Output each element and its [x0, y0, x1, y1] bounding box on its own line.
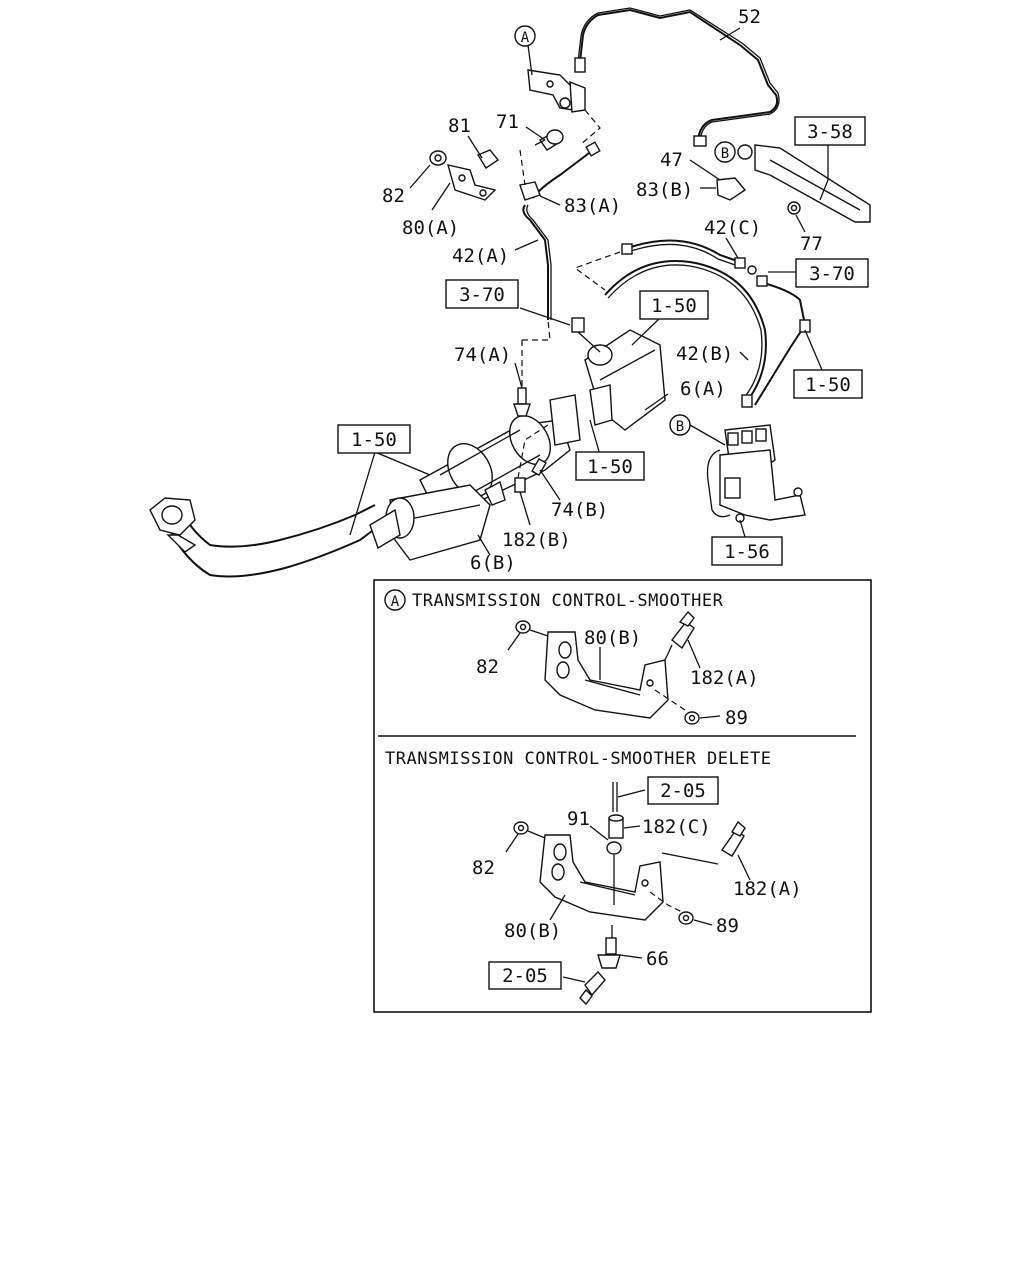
inset-panel: A TRANSMISSION CONTROL-SMOOTHER 82 8 — [373, 579, 872, 1013]
label-42c: 42(C) — [704, 217, 761, 239]
ref-box-370-left-text: 3-70 — [459, 284, 505, 306]
bracket-80a — [429, 149, 500, 201]
ref-box-205-b-text: 2-05 — [502, 965, 548, 987]
bracket-80b-s1 — [515, 610, 700, 725]
ref-box-156: 1-56 — [711, 536, 783, 566]
sensor-74b — [531, 457, 547, 477]
s2-label-66: 66 — [646, 948, 669, 970]
s2-label-182a: 182(A) — [733, 878, 802, 900]
label-52: 52 — [738, 6, 761, 28]
ref-box-150-right: 1-50 — [793, 369, 863, 399]
s2-label-89: 89 — [716, 915, 739, 937]
callout-a-top: A — [514, 25, 536, 47]
ref-box-358-text: 3-58 — [807, 121, 853, 143]
leaders-s2 — [505, 789, 751, 983]
ref-box-156-text: 1-56 — [724, 541, 770, 563]
s2-label-82: 82 — [472, 857, 495, 879]
sensor-74a — [513, 319, 551, 417]
label-42b: 42(B) — [676, 343, 733, 365]
exhaust-pipe — [149, 497, 381, 578]
ref-box-150-mid-text: 1-50 — [587, 456, 633, 478]
ref-box-150-left-text: 1-50 — [351, 429, 397, 451]
section-1-title: TRANSMISSION CONTROL-SMOOTHER — [412, 591, 724, 611]
label-83a: 83(A) — [564, 195, 621, 217]
hose-42b — [604, 260, 811, 408]
ref-box-358: 3-58 — [794, 116, 866, 146]
ref-box-205-b: 2-05 — [488, 961, 562, 990]
label-182b: 182(B) — [502, 529, 571, 551]
ref-box-150-top: 1-50 — [639, 290, 709, 320]
ref-box-150-left: 1-50 — [337, 424, 411, 454]
heat-shield-6b — [369, 480, 506, 561]
brake-line-52 — [574, 7, 780, 147]
callout-b-valve: B — [669, 414, 691, 436]
label-74a: 74(A) — [454, 344, 511, 366]
label-81: 81 — [448, 115, 471, 137]
callout-b-right: B — [714, 141, 736, 163]
leaders-s1 — [507, 632, 721, 719]
label-74b: 74(B) — [551, 499, 608, 521]
ref-box-150-mid: 1-50 — [575, 451, 645, 481]
ref-box-205-a-text: 2-05 — [660, 780, 706, 802]
inset-callout-a-text: A — [391, 594, 400, 610]
s1-label-80b: 80(B) — [584, 627, 641, 649]
ref-box-150-top-text: 1-50 — [651, 295, 697, 317]
s2-label-182c: 182(C) — [642, 816, 711, 838]
label-77: 77 — [800, 233, 823, 255]
label-83b: 83(B) — [636, 179, 693, 201]
callout-b-right-text: B — [721, 146, 729, 162]
ref-box-370-right: 3-70 — [795, 258, 869, 288]
frame-bracket-358 — [716, 144, 871, 223]
s1-label-82: 82 — [476, 656, 499, 678]
switch-370 — [571, 317, 601, 353]
label-6b: 6(B) — [470, 552, 516, 574]
callout-b-valve-text: B — [676, 419, 684, 435]
section-2-title: TRANSMISSION CONTROL-SMOOTHER DELETE — [385, 749, 771, 769]
ref-box-150-right-text: 1-50 — [805, 374, 851, 396]
label-42a: 42(A) — [452, 245, 509, 267]
ref-box-370-left: 3-70 — [445, 279, 519, 309]
label-82-top: 82 — [382, 185, 405, 207]
hose-42a-upper — [522, 141, 601, 320]
hose-42c — [573, 239, 757, 291]
leader-lines — [349, 27, 829, 556]
s1-label-89: 89 — [725, 707, 748, 729]
bracket-80b-s2 — [513, 782, 746, 1006]
heat-shield-6a — [549, 329, 666, 446]
label-80a: 80(A) — [402, 217, 459, 239]
ref-box-370-right-text: 3-70 — [809, 263, 855, 285]
bracket-top — [527, 69, 601, 146]
label-6a: 6(A) — [680, 378, 726, 400]
s2-label-91: 91 — [567, 808, 590, 830]
valve-assembly-156 — [706, 424, 806, 523]
label-71: 71 — [496, 111, 519, 133]
bolt-71 — [534, 129, 564, 151]
clamp-83a — [519, 149, 541, 201]
label-47: 47 — [660, 149, 683, 171]
s1-label-182a: 182(A) — [690, 667, 759, 689]
s2-label-80b: 80(B) — [504, 920, 561, 942]
callout-a-top-text: A — [521, 30, 530, 46]
ref-box-205-a: 2-05 — [647, 776, 719, 805]
